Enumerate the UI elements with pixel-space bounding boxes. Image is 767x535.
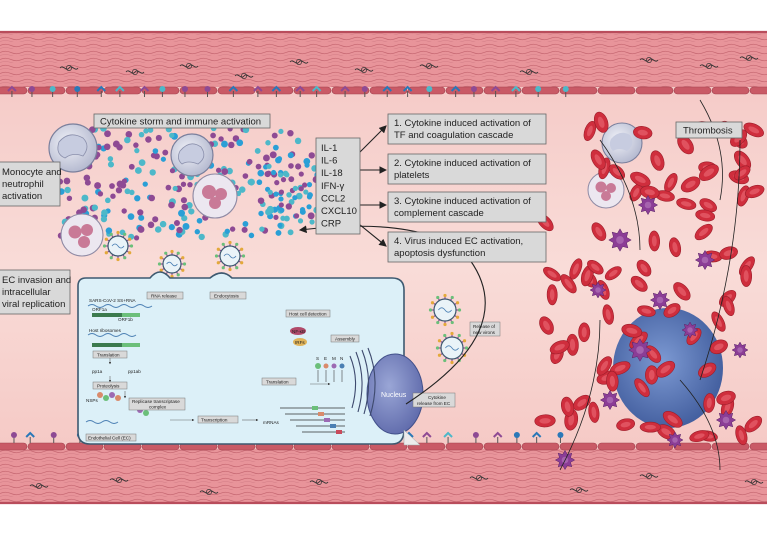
upper-vessel-wall [0,32,767,87]
protein-m-label: M [332,356,336,361]
rna-release-label: RNA release [151,294,177,299]
translation-1-label: Translation [97,353,120,358]
outcome-line-1: 2. Cytokine induced activation of [394,158,531,169]
ec-invasion-label-3: viral replication [2,299,65,310]
monocyte-cell [170,133,214,177]
orf1a-label: ORF1a [92,307,107,312]
replicase-label-2: complex [149,405,167,410]
monocyte-label-3: activation [2,191,42,202]
cell-labels: SARS-CoV-2 SS+RNA ORF1a ORF1b Host ribos… [86,298,407,425]
endocytosis-label: Endocytosis [214,294,239,299]
cytokine-item: CCL2 [321,193,345,204]
cytokine-release-label-1: Cytokine [428,395,446,400]
cytokine-release-label-2: release from EC [417,401,451,406]
proteolysis-label: Proteolysis [97,384,120,389]
nsps-label: NSPs [86,398,98,403]
release-label-1: Release of [473,324,496,329]
immune-cells [48,122,643,257]
mrnas-label: mRNAs [263,420,280,425]
neutrophil-cell [192,173,238,219]
protein-s-label: S [316,356,319,361]
cytokine-item: CXCL10 [321,206,357,217]
host-cell-detection-label: Host cell detection [289,312,327,317]
cytokine-item: CRP [321,219,341,230]
neutrophil-cell [60,213,104,257]
outcome-2: 2. Cytokine induced activation ofplatele… [387,153,547,185]
cytokine-item: IL-6 [321,156,337,167]
thrombosis-label: Thrombosis [683,126,733,137]
irfs-label: IRFs [295,340,305,345]
monocyte-cell [601,122,643,164]
cell-step-boxes: RNA release Endocytosis Host cell detect… [85,291,501,442]
outcome-line-2: apoptosis dysfunction [394,248,485,259]
lower-vessel-wall [0,449,767,503]
ec-invasion-label-2: intracellular [2,287,51,298]
monocyte-label-1: Monocyte and [2,167,62,178]
endothelial-cell-label: Endothelial Cell (EC) [88,436,131,441]
outcome-line-1: 1. Cytokine induced activation of [394,118,531,129]
assembly-label: Assembly [335,337,356,342]
cytokine-storm-label: Cytokine storm and immune activation [100,117,261,128]
host-ribosomes-label: Host ribosomes [89,328,122,333]
golgi [349,347,376,417]
release-label-2: new virons [473,330,496,335]
cytokine-item: IL-1 [321,143,337,154]
wall-squiggles [29,55,764,495]
translation-2-label: Translation [266,380,289,385]
monocyte-label-2: neutrophil [2,179,44,190]
pp1ab-label: pp1ab [128,369,141,374]
cytokine-item: IFN-γ [321,181,344,192]
outcome-line-2: complement cascade [394,208,484,219]
ec-invasion-label-1: EC invasion and [2,275,71,286]
orf1b-label: ORF1b [118,317,133,322]
outcome-line-1: 3. Cytokine induced activation of [394,196,531,207]
cytokine-item: IL-18 [321,168,343,179]
nucleus-label: Nucleus [381,392,407,399]
ec-invasion-box: EC invasion and intracellular viral repl… [0,269,71,315]
protein-e-label: E [324,356,327,361]
zoom-callout [403,429,421,446]
outcome-4: 4. Virus induced EC activation,apoptosis… [387,231,547,263]
lower-endothelium [0,442,767,451]
genome-label: SARS-CoV-2 SS+RNA [89,298,137,303]
outcome-line-1: 4. Virus induced EC activation, [394,236,523,247]
thrombosis-box: Thrombosis [675,121,743,139]
outcome-3: 3. Cytokine induced activation ofcomplem… [387,191,547,223]
nf-kb-label: NF-κB [292,329,305,334]
replication-cycle [85,304,345,434]
outcome-line-2: platelets [394,170,430,181]
outcome-line-2: TF and coagulation cascade [394,130,513,141]
transcription-label: Transcription [201,418,228,423]
cytokine-storm-box: Cytokine storm and immune activation [93,113,271,129]
protein-n-label: N [340,356,343,361]
pp1a-label: pp1a [92,369,103,374]
monocyte-cell [48,123,98,173]
replicase-label-1: Replicase transcriptase [132,399,180,404]
monocyte-box: Monocyte and neutrophil activation [0,161,62,207]
